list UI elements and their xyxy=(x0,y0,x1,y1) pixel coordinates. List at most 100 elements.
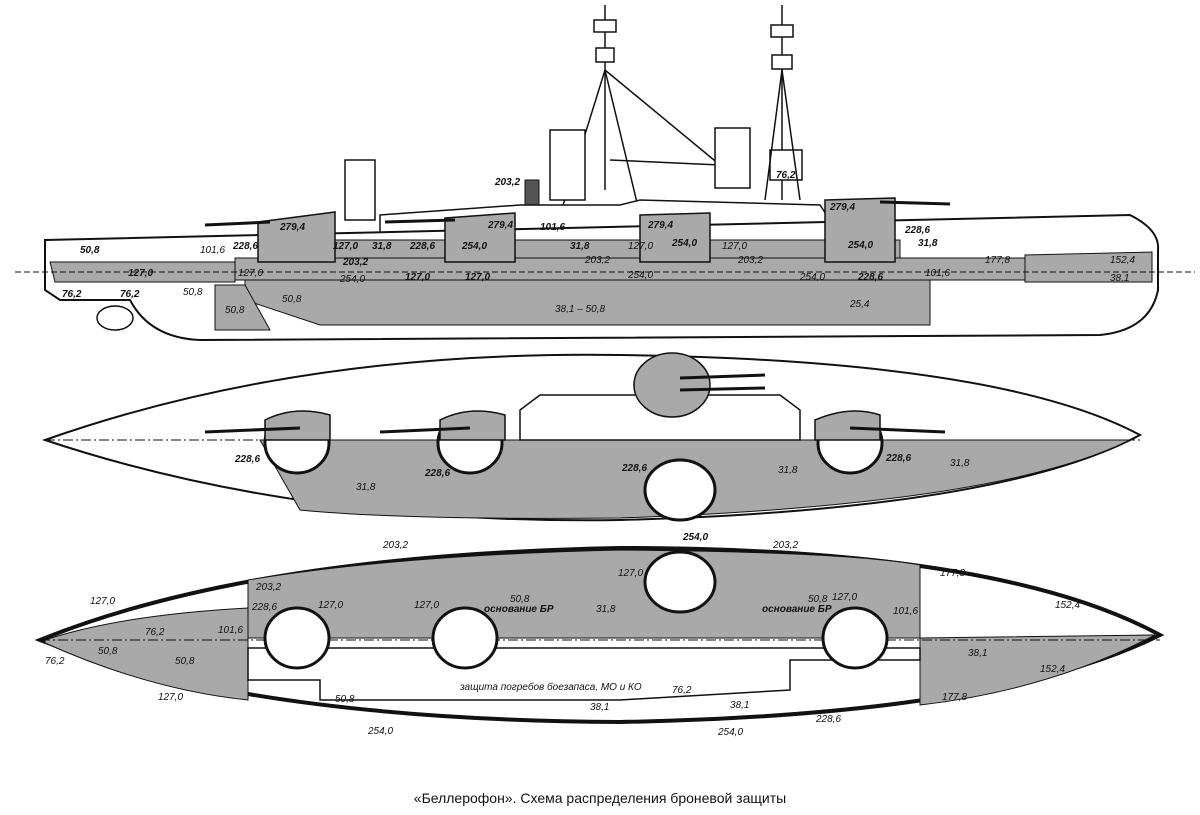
label: 127,0 xyxy=(414,600,439,611)
label: 127,0 xyxy=(128,268,153,279)
belt-low-fore xyxy=(214,284,271,331)
turret-barbette-q xyxy=(643,458,717,522)
label: 203,2 xyxy=(255,582,281,593)
label: 203,2 xyxy=(772,540,798,551)
label: 228,6 xyxy=(409,241,435,252)
label: 177,8 xyxy=(940,568,965,579)
label: 254,0 xyxy=(682,532,708,543)
label: 203,2 xyxy=(494,177,520,188)
barbette-p xyxy=(431,606,499,670)
plan-fore-armor xyxy=(44,607,249,701)
label: 50,8 xyxy=(225,305,245,316)
barbette-x xyxy=(821,606,889,670)
side-view: 50,8 101,6 228,6 127,0 31,8 228,6 254,0 … xyxy=(15,5,1195,342)
plan-aft-armor xyxy=(919,634,1156,706)
plan-view: 203,2 203,2 127,0 177,8 127,0 203,2 228,… xyxy=(34,540,1165,738)
label: 127,0 xyxy=(628,241,653,252)
label: 31,8 xyxy=(596,604,616,615)
label: 31,8 xyxy=(372,241,392,252)
label: 38,1 xyxy=(730,700,749,711)
deck-turrets xyxy=(264,352,881,441)
barbette-q xyxy=(643,550,717,614)
label: 76,2 xyxy=(120,289,140,300)
label: 101,6 xyxy=(540,222,565,233)
label: 254,0 xyxy=(799,272,825,283)
turret-q xyxy=(639,212,711,263)
label: 25,4 xyxy=(849,299,870,310)
label: 31,8 xyxy=(356,482,376,493)
mainmast xyxy=(764,5,803,201)
label: 76,2 xyxy=(45,656,65,667)
belt-aft xyxy=(1024,251,1153,283)
label: 31,8 xyxy=(918,238,938,249)
label: 228,6 xyxy=(232,241,258,252)
label: 127,0 xyxy=(832,592,857,603)
label: 76,2 xyxy=(776,170,796,181)
label: 31,8 xyxy=(950,458,970,469)
label: 254,0 xyxy=(627,270,653,281)
label: 279,4 xyxy=(647,220,673,231)
label: 76,2 xyxy=(145,627,165,638)
label: 254,0 xyxy=(339,274,365,285)
label: 254,0 xyxy=(847,240,873,251)
deck-view: 228,6 228,6 31,8 228,6 31,8 228,6 31,8 2… xyxy=(41,352,1143,543)
deck-superstructure xyxy=(519,394,801,441)
label: основание БР xyxy=(762,604,832,615)
label: 127,0 xyxy=(333,241,358,252)
label: 152,4 xyxy=(1055,600,1080,611)
label: 50,8 xyxy=(183,287,203,298)
label: 31,8 xyxy=(570,241,590,252)
bow-bulb xyxy=(96,305,134,331)
label: 38,1 xyxy=(590,702,609,713)
turret-p xyxy=(384,212,516,263)
label: 152,4 xyxy=(1110,255,1135,266)
label: 228,6 xyxy=(621,463,647,474)
plan-upper-armor xyxy=(247,549,921,639)
deck-guns xyxy=(204,373,946,434)
label: 50,8 xyxy=(98,646,118,657)
label: 50,8 xyxy=(808,594,828,605)
label: 203,2 xyxy=(737,255,763,266)
label: 203,2 xyxy=(382,540,408,551)
label: 177,8 xyxy=(942,692,967,703)
barbette-a xyxy=(263,606,331,670)
label: 127,0 xyxy=(158,692,183,703)
turret-a xyxy=(204,211,336,263)
label: 228,6 xyxy=(234,454,260,465)
funnel-aft xyxy=(714,127,751,189)
label: 31,8 xyxy=(778,465,798,476)
label: основание БР xyxy=(484,604,554,615)
label: 254,0 xyxy=(461,241,487,252)
label: 254,0 xyxy=(717,727,743,738)
turret-x xyxy=(824,197,951,263)
label: 38,1 xyxy=(1110,273,1129,284)
label: 127,0 xyxy=(238,268,263,279)
label: 127,0 xyxy=(722,241,747,252)
label: 127,0 xyxy=(465,272,490,283)
label: 228,6 xyxy=(251,602,277,613)
label: 203,2 xyxy=(342,257,368,268)
label: 101,6 xyxy=(893,606,918,617)
label: 127,0 xyxy=(405,272,430,283)
figure-caption: «Беллерофон». Схема распределения бронев… xyxy=(413,790,787,806)
label: 279,4 xyxy=(487,220,513,231)
searchlight-tower xyxy=(344,159,376,221)
label: 50,8 xyxy=(282,294,302,305)
label: 279,4 xyxy=(279,222,305,233)
label: 152,4 xyxy=(1040,664,1065,675)
label: 127,0 xyxy=(318,600,343,611)
label: 127,0 xyxy=(618,568,643,579)
label: 254,0 xyxy=(367,726,393,737)
label: 228,6 xyxy=(904,225,930,236)
label: 50,8 xyxy=(335,694,355,705)
label: 228,6 xyxy=(885,453,911,464)
label: 279,4 xyxy=(829,202,855,213)
label: защита погребов боезапаса, МО и КО xyxy=(459,681,642,693)
label: 228,6 xyxy=(857,272,883,283)
label: 127,0 xyxy=(90,596,115,607)
label: 38,1 – 50,8 xyxy=(555,304,605,315)
magazine-protection xyxy=(247,647,921,701)
label: 228,6 xyxy=(424,468,450,479)
label: 76,2 xyxy=(672,685,692,696)
